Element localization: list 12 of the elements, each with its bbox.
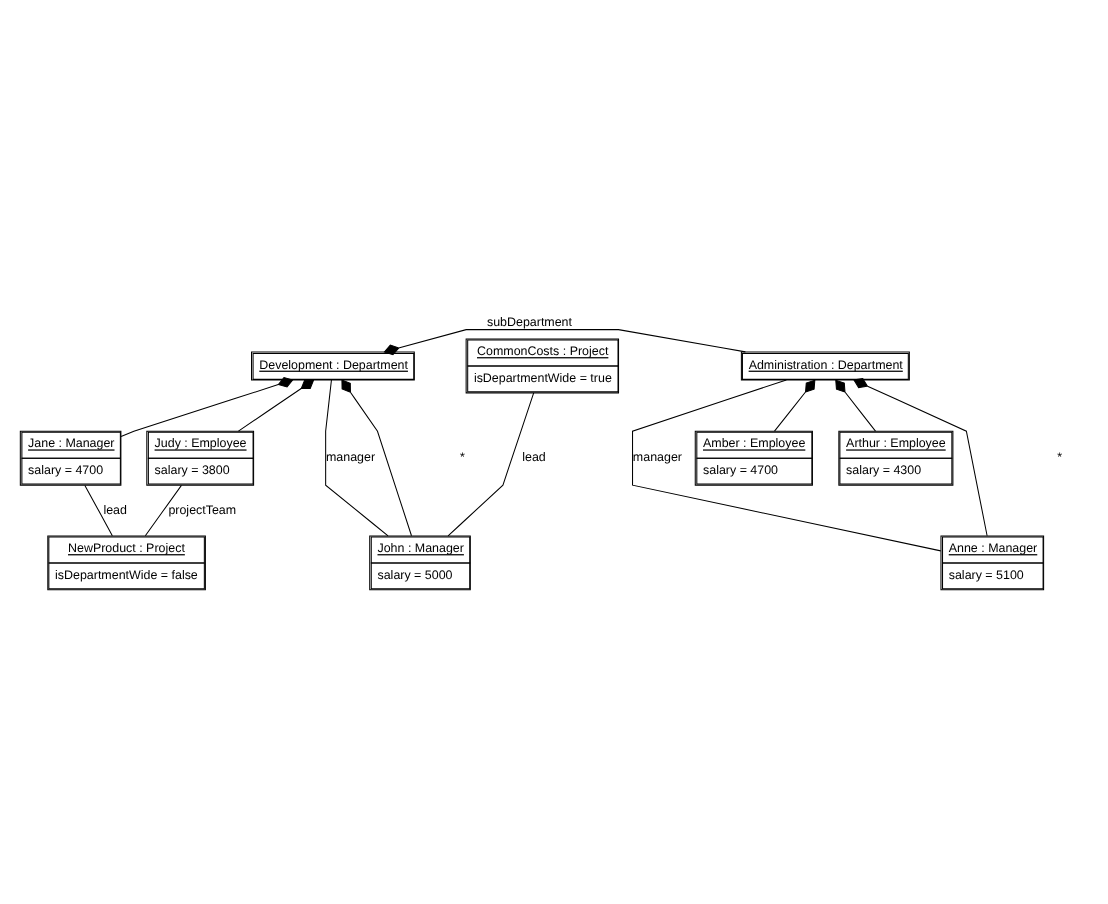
connector <box>383 328 746 355</box>
connector <box>144 483 182 536</box>
connector <box>835 378 876 431</box>
connector <box>325 378 389 536</box>
connector <box>120 375 294 436</box>
connector <box>237 378 315 431</box>
connector <box>632 378 942 551</box>
connector <box>774 378 816 431</box>
connector <box>853 376 988 536</box>
connector <box>84 483 113 536</box>
connector <box>447 391 535 536</box>
connector <box>341 378 412 536</box>
